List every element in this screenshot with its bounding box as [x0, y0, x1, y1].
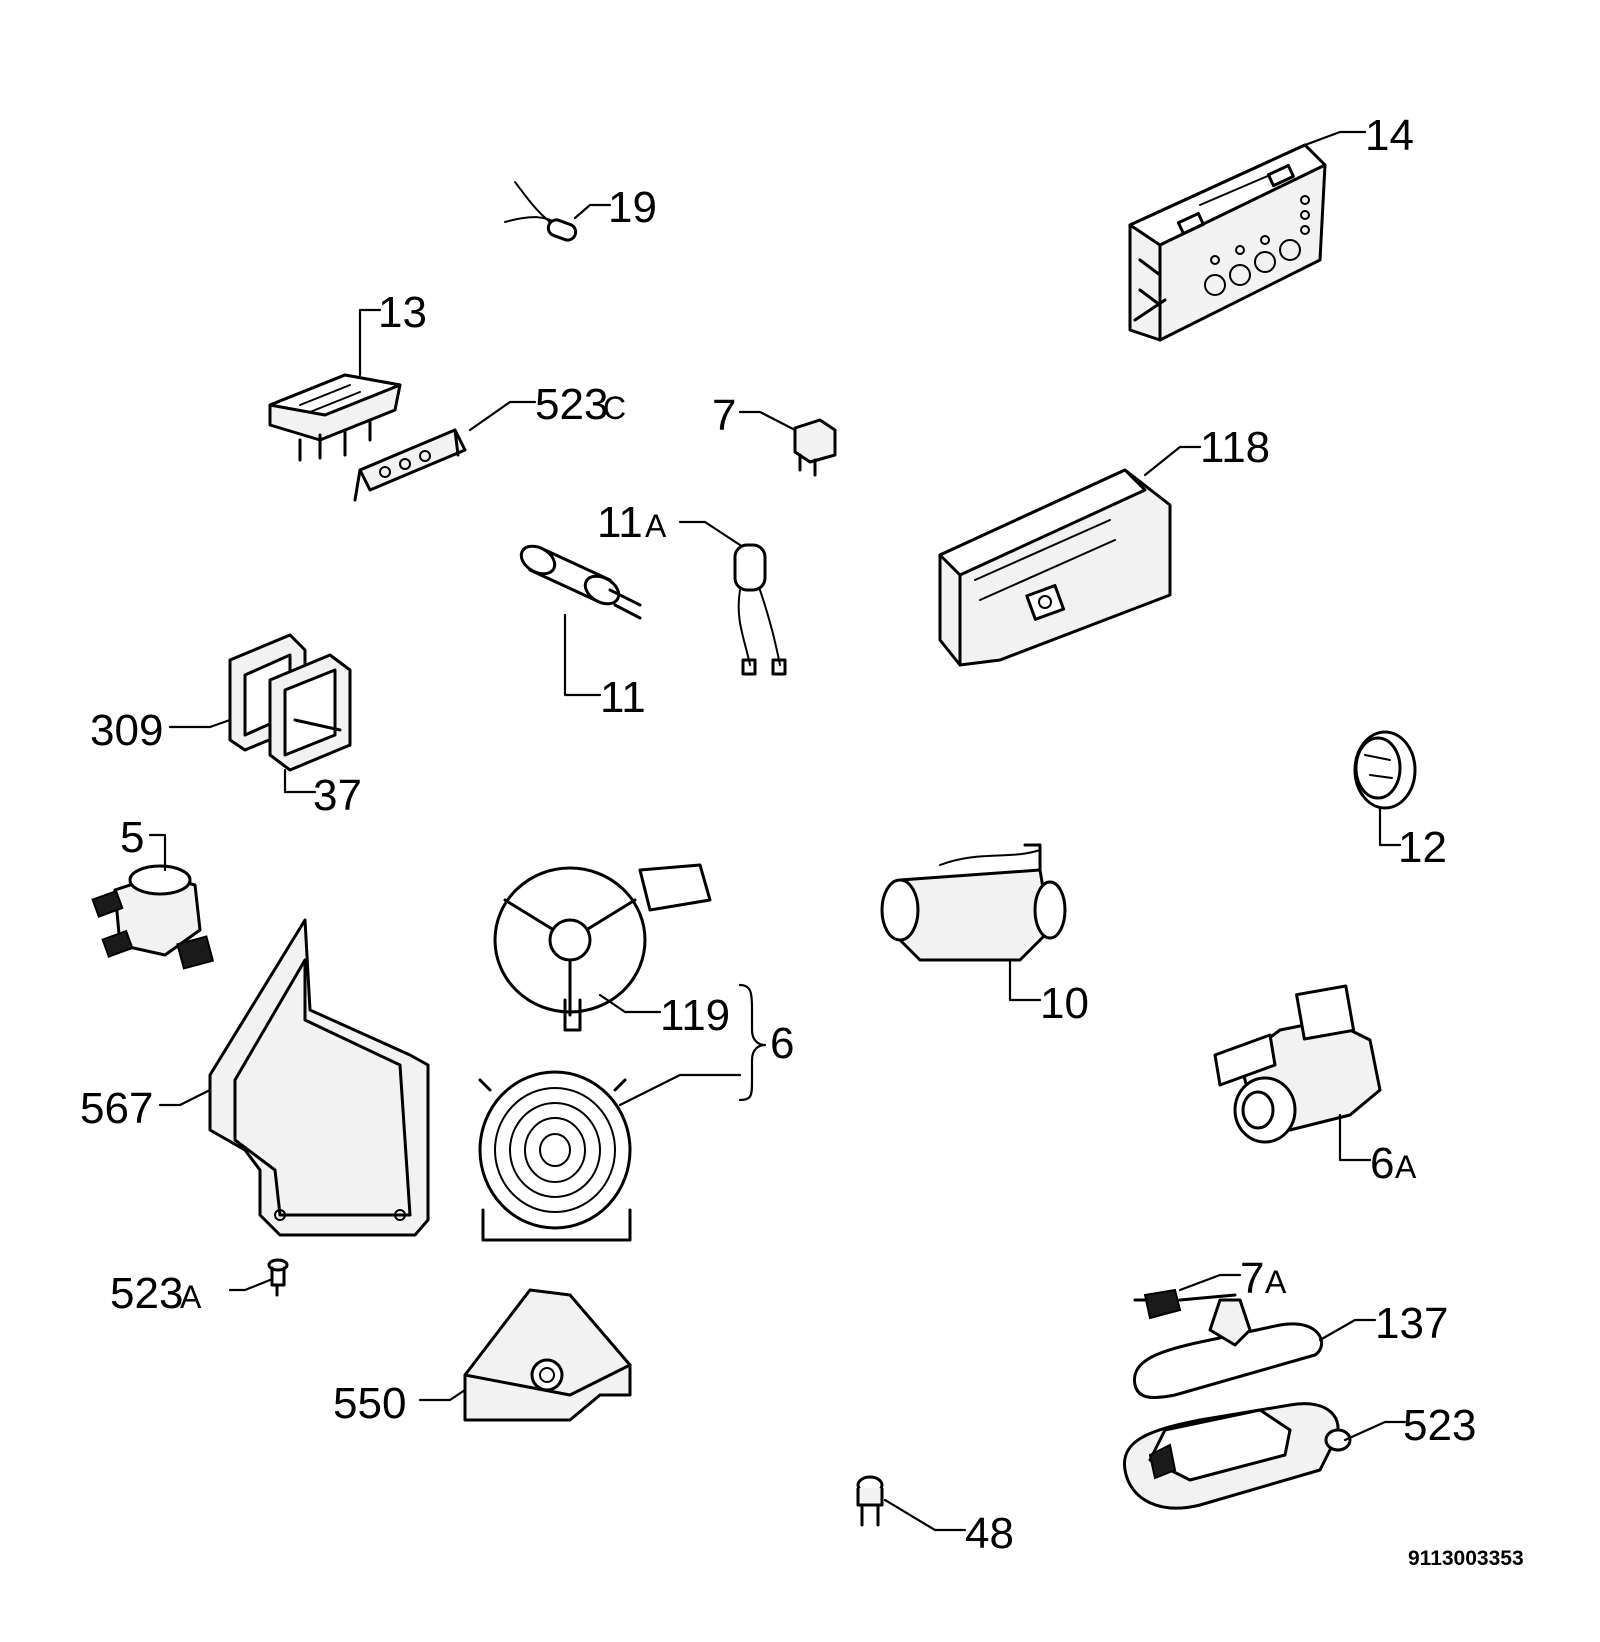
part-7a-microswitch [1133, 1288, 1237, 1320]
leader-13 [358, 308, 382, 377]
part-550-guard [463, 1288, 632, 1422]
label-523c: 523 [535, 380, 608, 429]
leader-5 [148, 833, 167, 872]
part-48-plug [856, 1475, 884, 1527]
part-523a-screw [267, 1258, 289, 1297]
leader-48 [883, 1498, 967, 1532]
label-6: 6 [770, 1019, 794, 1068]
label-137: 137 [1375, 1299, 1448, 1348]
part-6a-drain-pump [1213, 984, 1382, 1144]
leader-11a [678, 520, 742, 547]
document-number: 9113003353 [1408, 1547, 1524, 1570]
label-7a-suffix: A [1265, 1264, 1287, 1300]
part-13-switch [268, 373, 402, 462]
part-523c-bracket [353, 428, 467, 502]
part-523-sump [1122, 1402, 1352, 1510]
leader-523c [468, 400, 537, 432]
part-567-cover [208, 918, 430, 1237]
label-12: 12 [1398, 823, 1447, 872]
label-5: 5 [120, 813, 144, 862]
leader-6a [1338, 1113, 1372, 1162]
leader-19 [573, 203, 612, 220]
label-19: 19 [608, 183, 657, 232]
label-119: 119 [660, 991, 730, 1040]
leader-12 [1378, 806, 1402, 847]
leader-11 [563, 613, 602, 697]
label-14: 14 [1365, 111, 1414, 160]
part-7-switch [793, 418, 837, 477]
part-5-valve [91, 864, 215, 970]
part-11-capacitor [519, 544, 642, 620]
leader-37 [283, 768, 317, 794]
label-37: 37 [313, 771, 362, 820]
brace-6 [738, 983, 767, 1102]
label-523c-suffix: C [603, 390, 626, 426]
part-137-float-lid [1132, 1298, 1324, 1399]
label-10: 10 [1040, 979, 1089, 1028]
label-48: 48 [965, 1509, 1014, 1558]
part-10-heater [880, 843, 1067, 962]
label-11a-suffix: A [645, 508, 667, 544]
leader-119 [598, 993, 662, 1014]
part-37-connector [268, 653, 352, 772]
label-11: 11 [600, 673, 646, 722]
leader-523 [1343, 1420, 1407, 1442]
part-fan-impeller [478, 1070, 632, 1242]
leader-309 [168, 718, 232, 729]
part-19-sensor [504, 181, 578, 242]
label-7a: 7 [1240, 1254, 1264, 1303]
leader-137 [1318, 1318, 1377, 1342]
leader-14 [1303, 130, 1367, 147]
label-7: 7 [712, 391, 736, 440]
part-14-control-module [1128, 143, 1327, 342]
part-118-dispenser [938, 468, 1172, 667]
label-550: 550 [333, 1379, 406, 1428]
part-119-fan-housing [493, 863, 712, 1032]
leader-7a [1178, 1273, 1242, 1292]
label-523a: 523 [110, 1269, 183, 1318]
leader-6-fan [618, 1073, 742, 1107]
label-13: 13 [378, 288, 427, 337]
label-567: 567 [80, 1084, 153, 1133]
part-12-knob [1353, 730, 1417, 810]
label-309: 309 [90, 706, 163, 755]
label-6a-suffix: A [1395, 1149, 1417, 1185]
leader-523a [228, 1278, 272, 1292]
leader-567 [158, 1088, 212, 1107]
leader-118 [1143, 445, 1202, 477]
label-523a-suffix: A [180, 1279, 202, 1315]
label-6a: 6 [1370, 1139, 1394, 1188]
label-118: 118 [1200, 423, 1270, 472]
label-523: 523 [1403, 1401, 1476, 1450]
label-11a: 11 [597, 498, 643, 547]
leader-550 [418, 1388, 467, 1402]
leader-7 [738, 410, 797, 432]
part-11a-suppressor [733, 543, 787, 676]
leader-10 [1008, 958, 1042, 1002]
